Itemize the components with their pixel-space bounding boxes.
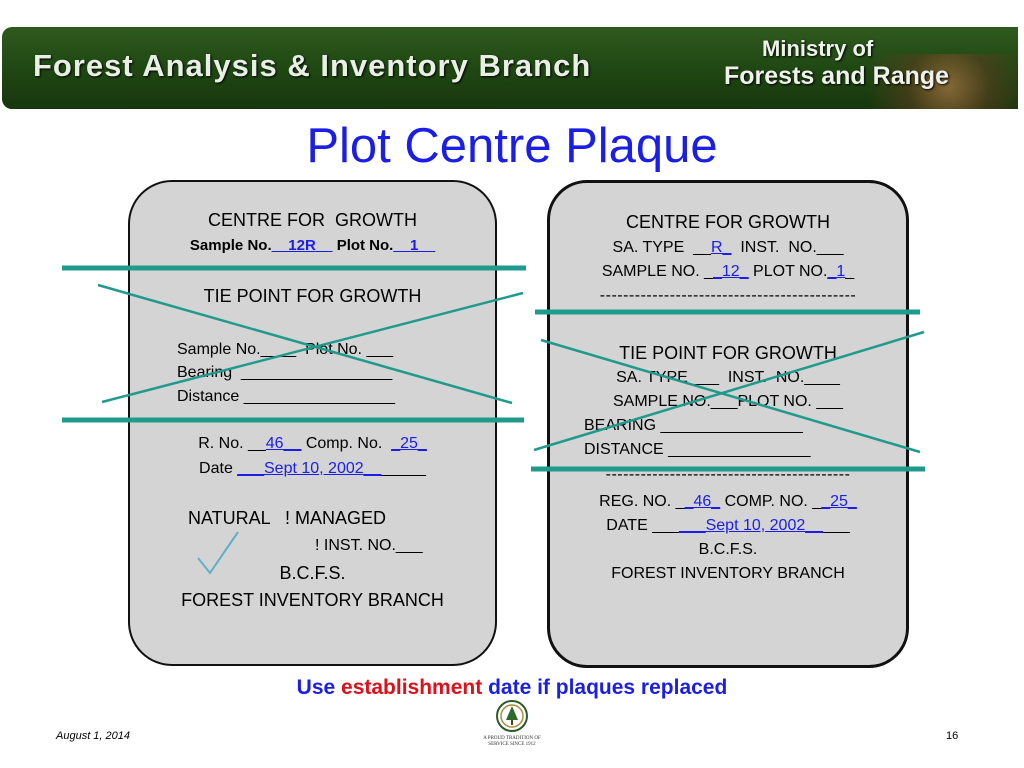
right-tie-heading: TIE POINT FOR GROWTH xyxy=(619,343,837,363)
ministry-line1: Ministry of xyxy=(762,36,874,61)
left-sample-plot-line: Sample No.__12R__ Plot No.__1__ xyxy=(189,237,436,254)
left-comp-value: 25 xyxy=(400,435,418,452)
left-heading: CENTRE FOR GROWTH xyxy=(208,210,417,230)
left-sample-value: 12R xyxy=(288,237,316,254)
right-date-line: DATE ______Sept 10, 2002_____ xyxy=(606,517,850,534)
left-date-value: Sept 10, 2002 xyxy=(264,460,364,477)
left-natural-line: NATURAL ! MANAGED xyxy=(188,508,387,528)
ministry-line2: Forests and Range xyxy=(724,62,950,90)
right-sample-plot-line: SAMPLE NO. __12_ PLOT NO._1_ xyxy=(601,263,855,280)
right-reg-label: REG. NO. xyxy=(599,493,672,510)
left-sample-label: Sample No. xyxy=(189,237,272,254)
header-banner xyxy=(2,27,1018,109)
right-satype-label: SA. TYPE xyxy=(612,239,685,256)
right-heading: CENTRE FOR GROWTH xyxy=(626,212,830,232)
left-plaque: CENTRE FOR GROWTH Sample No.__12R__ Plot… xyxy=(128,180,497,666)
right-plot-label: PLOT NO. xyxy=(753,263,828,280)
page-number: 16 xyxy=(946,730,959,742)
left-branch: FOREST INVENTORY BRANCH xyxy=(181,590,444,610)
left-inst-line: ! INST. NO.___ xyxy=(315,537,423,554)
left-cross-line-2 xyxy=(101,291,524,404)
right-reg-value: 46 xyxy=(693,493,712,510)
right-tie-bearing-line: BEARING ________________ xyxy=(584,417,803,434)
right-inst-label: INST. NO.___ xyxy=(740,239,844,256)
branch-title: Forest Analysis & Inventory Branch xyxy=(33,48,592,83)
left-tie-distance-line: Distance _________________ xyxy=(177,388,395,405)
right-sample-label: SAMPLE NO. xyxy=(601,263,700,280)
left-plot-value: 1 xyxy=(410,237,419,254)
right-cross-line-2 xyxy=(533,330,925,452)
right-comp-value: 25 xyxy=(830,493,848,510)
right-plot-value: 1 xyxy=(836,263,846,280)
right-satype-value: R xyxy=(710,239,723,256)
note-part2: establishment xyxy=(341,676,483,699)
right-branch: FOREST INVENTORY BRANCH xyxy=(611,565,845,582)
left-date-label: Date xyxy=(199,460,233,477)
note-part1: Use xyxy=(296,676,342,699)
right-reg-comp-line: REG. NO. __46_ COMP. NO. __25_ xyxy=(599,493,857,510)
left-rno-comp-line: R. No. __46__ Comp. No. _25_ xyxy=(198,435,427,452)
right-bcfs: B.C.F.S. xyxy=(698,541,758,558)
right-plaque: CENTRE FOR GROWTH SA. TYPE __R_ INST. NO… xyxy=(547,180,909,668)
slide-title: Plot Centre Plaque xyxy=(306,119,718,173)
left-tie-bearing-line: Bearing _________________ xyxy=(177,364,393,381)
left-rno-label: R. No. xyxy=(198,435,244,452)
note-part3: date if plaques replaced xyxy=(482,676,728,699)
left-plot-label: Plot No. xyxy=(336,237,394,254)
left-date-line: Date ___Sept 10, 2002_______ xyxy=(199,460,426,477)
right-dash-line: ----------------------------------------… xyxy=(599,287,857,304)
forest-service-logo-icon xyxy=(496,700,528,732)
footer-date: August 1, 2014 xyxy=(56,730,131,742)
left-tie-heading: TIE POINT FOR GROWTH xyxy=(203,286,422,306)
right-comp-label: COMP. NO. xyxy=(724,493,808,510)
left-comp-label: Comp. No. xyxy=(305,435,383,452)
bottom-note: Use establishment date if plaques replac… xyxy=(0,676,1024,700)
right-tie-distance-line: DISTANCE ________________ xyxy=(584,441,811,458)
right-sample-value: 12 xyxy=(721,263,740,280)
checkmark-icon xyxy=(197,531,239,575)
right-satype-line: SA. TYPE __R_ INST. NO.___ xyxy=(612,239,844,256)
pine-cone-image xyxy=(842,54,1018,109)
right-date-value: Sept 10, 2002 xyxy=(705,517,806,534)
right-cross-line-1 xyxy=(540,338,921,454)
left-bcfs: B.C.F.S. xyxy=(279,563,346,583)
left-cross-line-1 xyxy=(97,283,513,405)
right-date-label: DATE xyxy=(606,517,648,534)
left-rno-value: 46 xyxy=(265,435,284,452)
